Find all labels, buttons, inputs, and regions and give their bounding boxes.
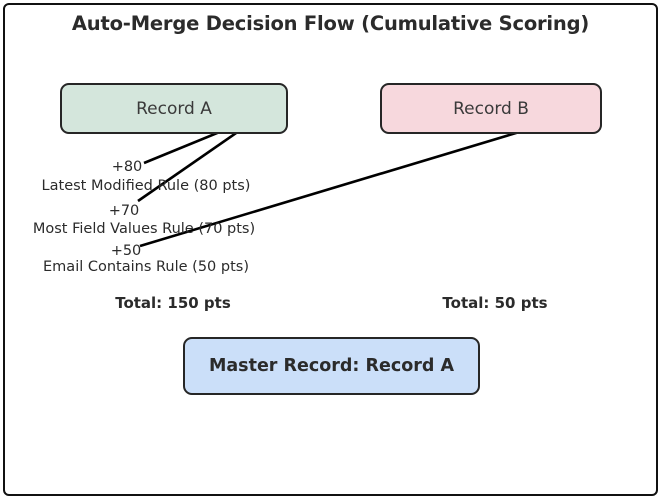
node-record-a-label: Record A <box>136 98 212 119</box>
rule-points-latest-modified: +80 <box>111 159 143 175</box>
total-record-a: Total: 150 pts <box>115 294 231 312</box>
rule-points-most-field-values: +70 <box>108 203 140 219</box>
rule-label-latest-modified: Latest Modified Rule (80 pts) <box>41 178 251 194</box>
page-title: Auto-Merge Decision Flow (Cumulative Sco… <box>71 12 590 35</box>
node-record-b[interactable]: Record B <box>380 83 602 134</box>
total-record-b: Total: 50 pts <box>442 294 548 312</box>
node-master-record[interactable]: Master Record: Record A <box>183 337 480 395</box>
node-master-record-label: Master Record: Record A <box>208 356 455 376</box>
node-record-a[interactable]: Record A <box>60 83 288 134</box>
rule-label-most-field-values: Most Field Values Rule (70 pts) <box>32 221 256 237</box>
rule-points-email-contains: +50 <box>110 243 142 259</box>
rule-label-email-contains: Email Contains Rule (50 pts) <box>43 259 249 275</box>
node-record-b-label: Record B <box>453 98 529 119</box>
